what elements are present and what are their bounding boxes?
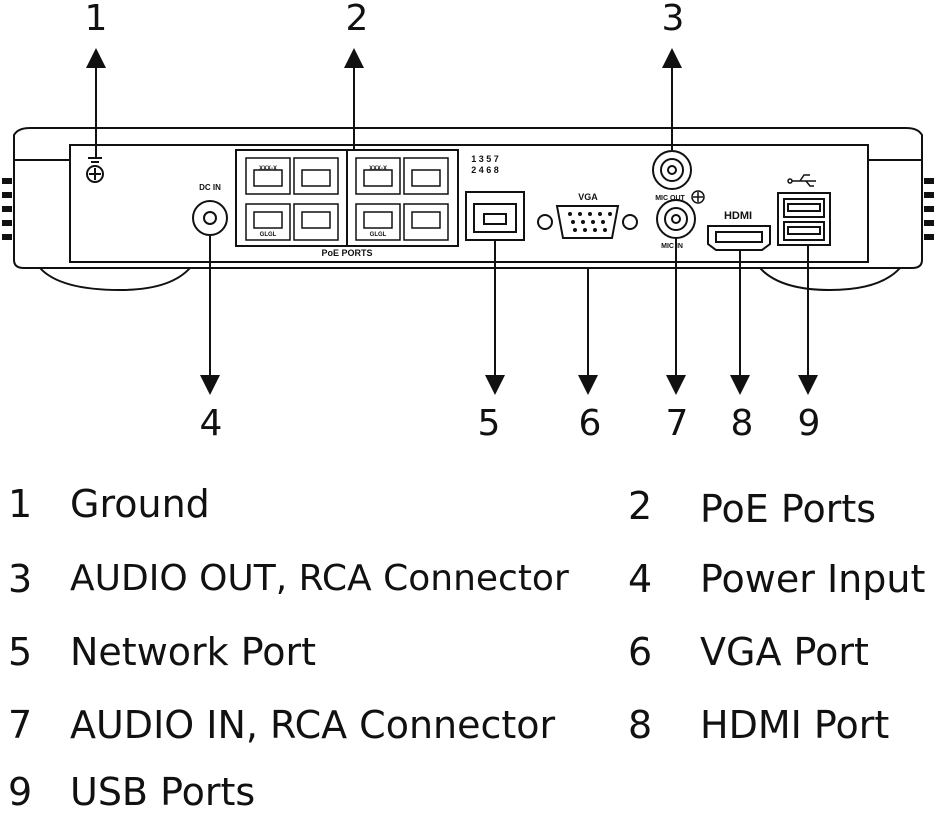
indicator-bottom: 2 4 6 8 — [471, 165, 499, 175]
port-code-3: GLGL — [260, 232, 277, 238]
hdmi-port — [707, 225, 771, 251]
audio-in-rca — [656, 199, 696, 239]
ground-mark-icon — [691, 190, 705, 204]
legend-num-7: 7 — [8, 703, 33, 747]
legend-text-3: AUDIO OUT, RCA Connector — [70, 558, 569, 599]
port-code-2: XXX-X — [369, 166, 387, 172]
legend-text-5: Network Port — [70, 630, 317, 674]
legend-num-5: 5 — [8, 630, 33, 674]
legend-num-9: 9 — [8, 770, 33, 814]
legend-num-6: 6 — [628, 630, 653, 674]
callout-2: 2 — [346, 0, 369, 39]
vga-label: VGA — [578, 192, 598, 202]
right-foot — [759, 267, 901, 292]
callout-6: 6 — [579, 403, 602, 444]
legend-text-4: Power Input — [700, 557, 926, 601]
legend-text-7: AUDIO IN, RCA Connector — [70, 703, 556, 747]
legend-text-9: USB Ports — [70, 770, 256, 814]
port-code-4: GLGL — [370, 232, 387, 238]
left-vent — [2, 178, 12, 240]
legend-num-4: 4 — [628, 557, 653, 601]
poe-ports-label: PoE PORTS — [321, 248, 372, 258]
audio-out-rca — [652, 150, 692, 190]
callout-7: 7 — [666, 403, 689, 444]
callout-8: 8 — [731, 403, 754, 444]
legend-text-1: Ground — [70, 482, 210, 526]
vga-port — [537, 205, 638, 239]
rear-panel-diagram: DC IN XXX-X XXX-X GLGL GLGL PoE PORTS 1 … — [2, 0, 934, 444]
legend-num-8: 8 — [628, 703, 653, 747]
callout-9: 9 — [798, 403, 821, 444]
hdmi-label: HDMI — [724, 210, 752, 222]
usb-ports — [777, 192, 831, 246]
callout-5: 5 — [478, 403, 501, 444]
legend-num-1: 1 — [8, 482, 33, 526]
legend-text-2: PoE Ports — [700, 487, 877, 531]
usb-icon — [787, 174, 816, 187]
indicator-top: 1 3 5 7 — [471, 154, 499, 164]
right-vent — [924, 178, 934, 240]
network-port — [465, 191, 525, 241]
mic-out-label: MIC OUT — [655, 195, 685, 202]
left-foot — [39, 267, 191, 292]
legend-text-8: HDMI Port — [700, 703, 890, 747]
mic-in-label: MIC IN — [661, 243, 683, 250]
callout-arrows — [86, 48, 818, 395]
legend-num-3: 3 — [8, 557, 33, 601]
callout-1: 1 — [85, 0, 108, 39]
dc-in-label: DC IN — [199, 183, 221, 192]
callout-3: 3 — [662, 0, 685, 39]
legend-num-2: 2 — [628, 484, 653, 528]
port-code-1: XXX-X — [259, 166, 277, 172]
dc-power-jack — [192, 200, 228, 236]
legend-text-6: VGA Port — [700, 630, 869, 674]
poe-port-block — [235, 149, 459, 247]
callout-4: 4 — [200, 403, 223, 444]
